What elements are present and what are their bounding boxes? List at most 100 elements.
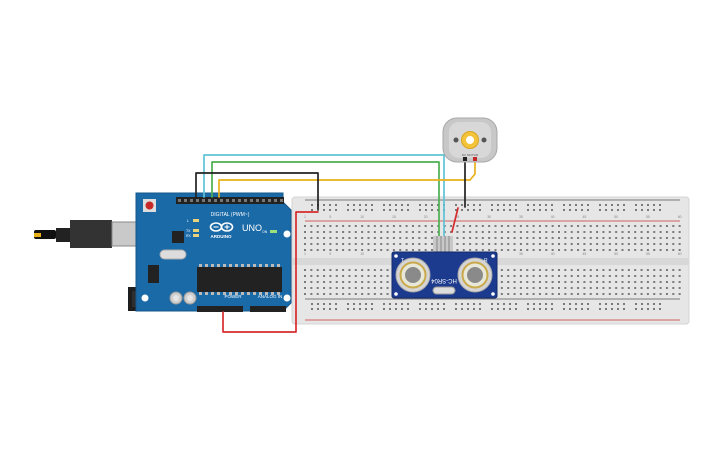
rail-hole [347, 209, 349, 211]
wire-yellow[interactable] [218, 159, 476, 198]
rail-hole [395, 308, 397, 310]
rail-hole [581, 308, 583, 310]
breadboard-hole [316, 275, 319, 277]
rail-hole [431, 204, 433, 206]
breadboard-hole [431, 237, 433, 239]
reset-button-cap[interactable] [145, 201, 154, 210]
breadboard-hole [488, 231, 491, 233]
breadboard-hole [354, 231, 357, 233]
breadboard-hole [672, 281, 675, 283]
breadboard-hole [564, 287, 567, 289]
breadboard-hole [342, 249, 345, 251]
breadboard-hole [627, 281, 630, 283]
breadboard-hole [361, 225, 364, 227]
breadboard-hole [519, 231, 522, 233]
breadboard-hole [323, 293, 326, 295]
breadboard-hole [551, 281, 554, 283]
breadboard-hole [323, 275, 326, 277]
arduino-uno-board[interactable]: DIGITAL (PWM~) ARDUINO UNO L TX RX ON [135, 192, 292, 312]
wire-teal[interactable] [203, 154, 445, 237]
breadboard-hole [545, 281, 548, 283]
breadboard-hole [488, 225, 491, 227]
rail-hole [569, 303, 571, 305]
rail-hole [395, 303, 397, 305]
wire-red-5v[interactable] [222, 211, 319, 333]
wire-red-motor[interactable] [451, 207, 459, 233]
breadboard-hole [672, 231, 675, 233]
sensor-mounting-hole [491, 292, 495, 296]
dc-motor[interactable]: DC MOTOR [442, 117, 498, 163]
rail-hole [329, 308, 331, 310]
breadboard-hole [348, 275, 351, 277]
breadboard-hole [621, 275, 624, 277]
breadboard-hole [564, 293, 567, 295]
chip-pin [271, 264, 274, 267]
wire-green[interactable] [211, 161, 440, 237]
breadboard-hole [399, 249, 402, 251]
breadboard-hole [583, 249, 586, 251]
breadboard-hole [532, 237, 535, 239]
column-number: 15 [392, 215, 396, 219]
breadboard-hole [621, 225, 624, 227]
ultrasonic-sensor[interactable]: T R HC-SR04 [391, 236, 498, 299]
rail-hole [497, 209, 499, 211]
atmega-chip [197, 267, 282, 292]
rail-hole [587, 308, 589, 310]
sensor-crystal [432, 286, 456, 295]
rail-hole [335, 303, 337, 305]
breadboard-hole [526, 231, 529, 233]
breadboard-hole [558, 231, 560, 233]
breadboard-hole [646, 231, 649, 233]
rail-hole [659, 308, 661, 310]
breadboard-hole [513, 237, 516, 239]
breadboard-hole [596, 293, 599, 295]
breadboard-hole [665, 249, 668, 251]
rail-hole [491, 204, 493, 206]
breadboard-hole [367, 281, 370, 283]
breadboard-hole [570, 237, 573, 239]
breadboard-hole [627, 269, 630, 271]
sensor-mounting-hole [491, 254, 495, 258]
rail-hole [635, 303, 637, 305]
tx-led-label: TX [186, 229, 191, 233]
rail-hole [461, 209, 463, 211]
breadboard-hole [659, 243, 662, 245]
breadboard-hole [570, 243, 573, 245]
breadboard-hole [342, 225, 345, 227]
rail-hole [587, 303, 589, 305]
breadboard-hole [329, 293, 332, 295]
breadboard-hole [354, 225, 357, 227]
breadboard-hole [678, 243, 681, 245]
breadboard-hole [634, 231, 637, 233]
rail-hole [623, 204, 625, 206]
chip-pin [265, 292, 268, 295]
breadboard-hole [507, 269, 510, 271]
breadboard-hole [431, 225, 433, 227]
breadboard-hole [399, 231, 402, 233]
chip-pin [247, 264, 250, 267]
breadboard-hole [551, 287, 554, 289]
breadboard-hole [640, 293, 643, 295]
rail-hole [419, 303, 421, 305]
breadboard-hole [589, 243, 592, 245]
rail-hole [539, 204, 541, 206]
breadboard-hole [380, 269, 383, 271]
breadboard-hole [418, 225, 421, 227]
breadboard-hole [615, 275, 618, 277]
breadboard-hole [519, 243, 522, 245]
breadboard-hole [627, 237, 630, 239]
breadboard-hole [564, 225, 567, 227]
breadboard-hole [545, 269, 548, 271]
breadboard-hole [494, 243, 497, 245]
breadboard-hole [596, 269, 599, 271]
digital-pin [214, 199, 217, 202]
chip-pin [235, 292, 238, 295]
chip-pin [205, 292, 208, 295]
wire-black-gnd[interactable] [195, 172, 319, 210]
rail-hole [569, 308, 571, 310]
rail-hole [431, 308, 433, 310]
breadboard-hole [418, 243, 421, 245]
breadboard-holes [304, 204, 681, 310]
rail-hole [431, 303, 433, 305]
